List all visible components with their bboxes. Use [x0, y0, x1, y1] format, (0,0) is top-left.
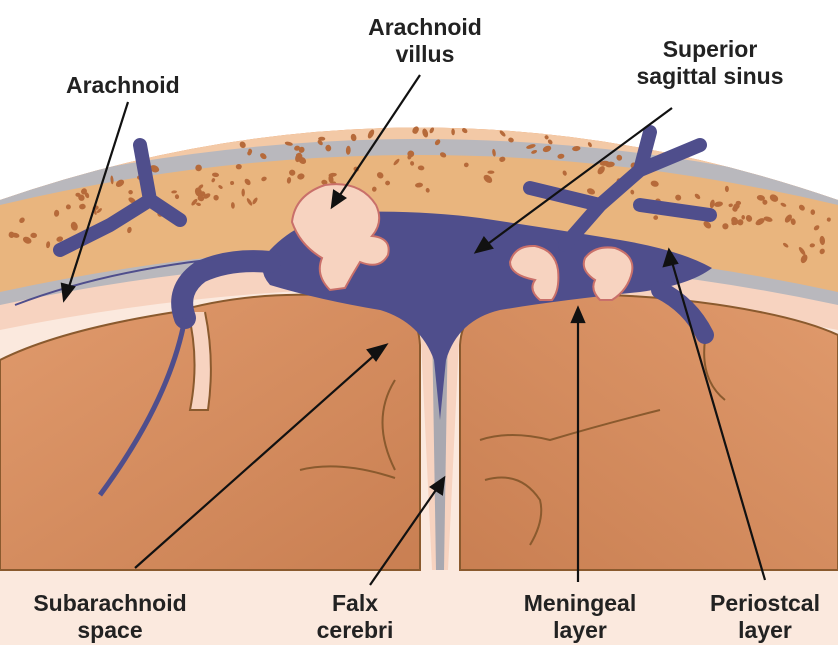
left-cerebral-hemisphere [0, 295, 420, 570]
bone-spot [487, 171, 494, 174]
right-cerebral-hemisphere [460, 295, 838, 570]
label-superior-sagittal-sinus: Superior sagittal sinus [620, 36, 800, 90]
label-subarachnoid-space: Subarachnoid space [20, 590, 200, 644]
label-falx-cerebri: Falx cerebri [300, 590, 410, 644]
label-arachnoid-villus: Arachnoid villus [355, 14, 495, 68]
label-arachnoid: Arachnoid [66, 72, 180, 99]
label-meningeal-layer: Meningeal layer [510, 590, 650, 644]
label-periosteal-layer: Periostcal layer [700, 590, 830, 644]
bone-spot [242, 189, 245, 197]
